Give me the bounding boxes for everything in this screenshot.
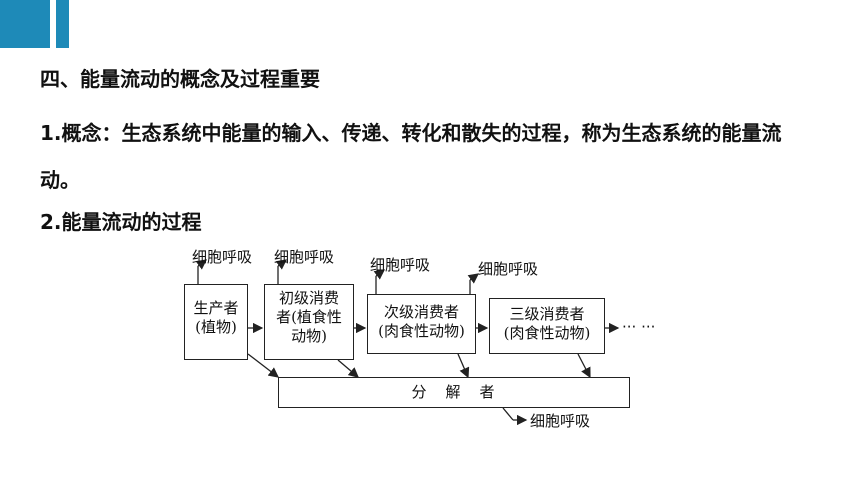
respiration-label-secondary: 细胞呼吸 [370,256,431,274]
energy-flow-diagram: 细胞呼吸 细胞呼吸 细胞呼吸 细胞呼吸 生产者 (植物) 初级消费 者(植食性 … [178,236,655,446]
corner-accent-bar-small [56,0,69,48]
tertiary-consumer-line1: 三级消费者 [509,305,585,323]
ellipsis-continuation: ··· ··· [622,318,656,336]
concept-text-line2: 动。 [40,168,80,192]
arrow-producer-to-decomposer [247,353,280,378]
arrow-decomposer-respiration [502,407,514,421]
primary-consumer-line3: 动物) [291,327,327,345]
respiration-label-tertiary: 细胞呼吸 [478,260,539,278]
diagram-arrows [195,259,620,426]
producer-label: 生产者 [193,299,239,317]
primary-consumer-line1: 初级消费 [278,289,339,307]
primary-consumer-box: 初级消费 者(植食性 动物) [264,284,354,360]
arrow-primary-to-decomposer [337,359,359,378]
secondary-consumer-line1: 次级消费者 [383,303,459,321]
producer-box: 生产者 (植物) [184,284,248,360]
secondary-consumer-box: 次级消费者 (肉食性动物) [367,294,476,354]
respiration-label-primary: 细胞呼吸 [274,248,335,266]
respiration-label-producer: 细胞呼吸 [192,248,253,266]
concept-text-line1: 1.概念：生态系统中能量的输入、传递、转化和散失的过程，称为生态系统的能量流 [40,121,782,145]
respiration-label-decomposer: 细胞呼吸 [530,412,591,430]
decomposer-label: 分 解 者 [411,383,497,401]
section-title: 四、能量流动的概念及过程重要 [40,67,320,91]
producer-sublabel: (植物) [195,318,237,336]
arrow-secondary-to-decomposer [457,353,470,379]
process-heading: 2.能量流动的过程 [40,210,202,234]
primary-consumer-line2: 者(植食性 [276,308,342,326]
corner-accent-bar [0,0,50,48]
tertiary-consumer-line2: (肉食性动物) [503,324,591,342]
secondary-consumer-line2: (肉食性动物) [378,322,465,340]
tertiary-consumer-box: 三级消费者 (肉食性动物) [489,298,605,354]
arrow-tertiary-to-decomposer [577,353,591,379]
decomposer-box: 分 解 者 [278,377,630,408]
